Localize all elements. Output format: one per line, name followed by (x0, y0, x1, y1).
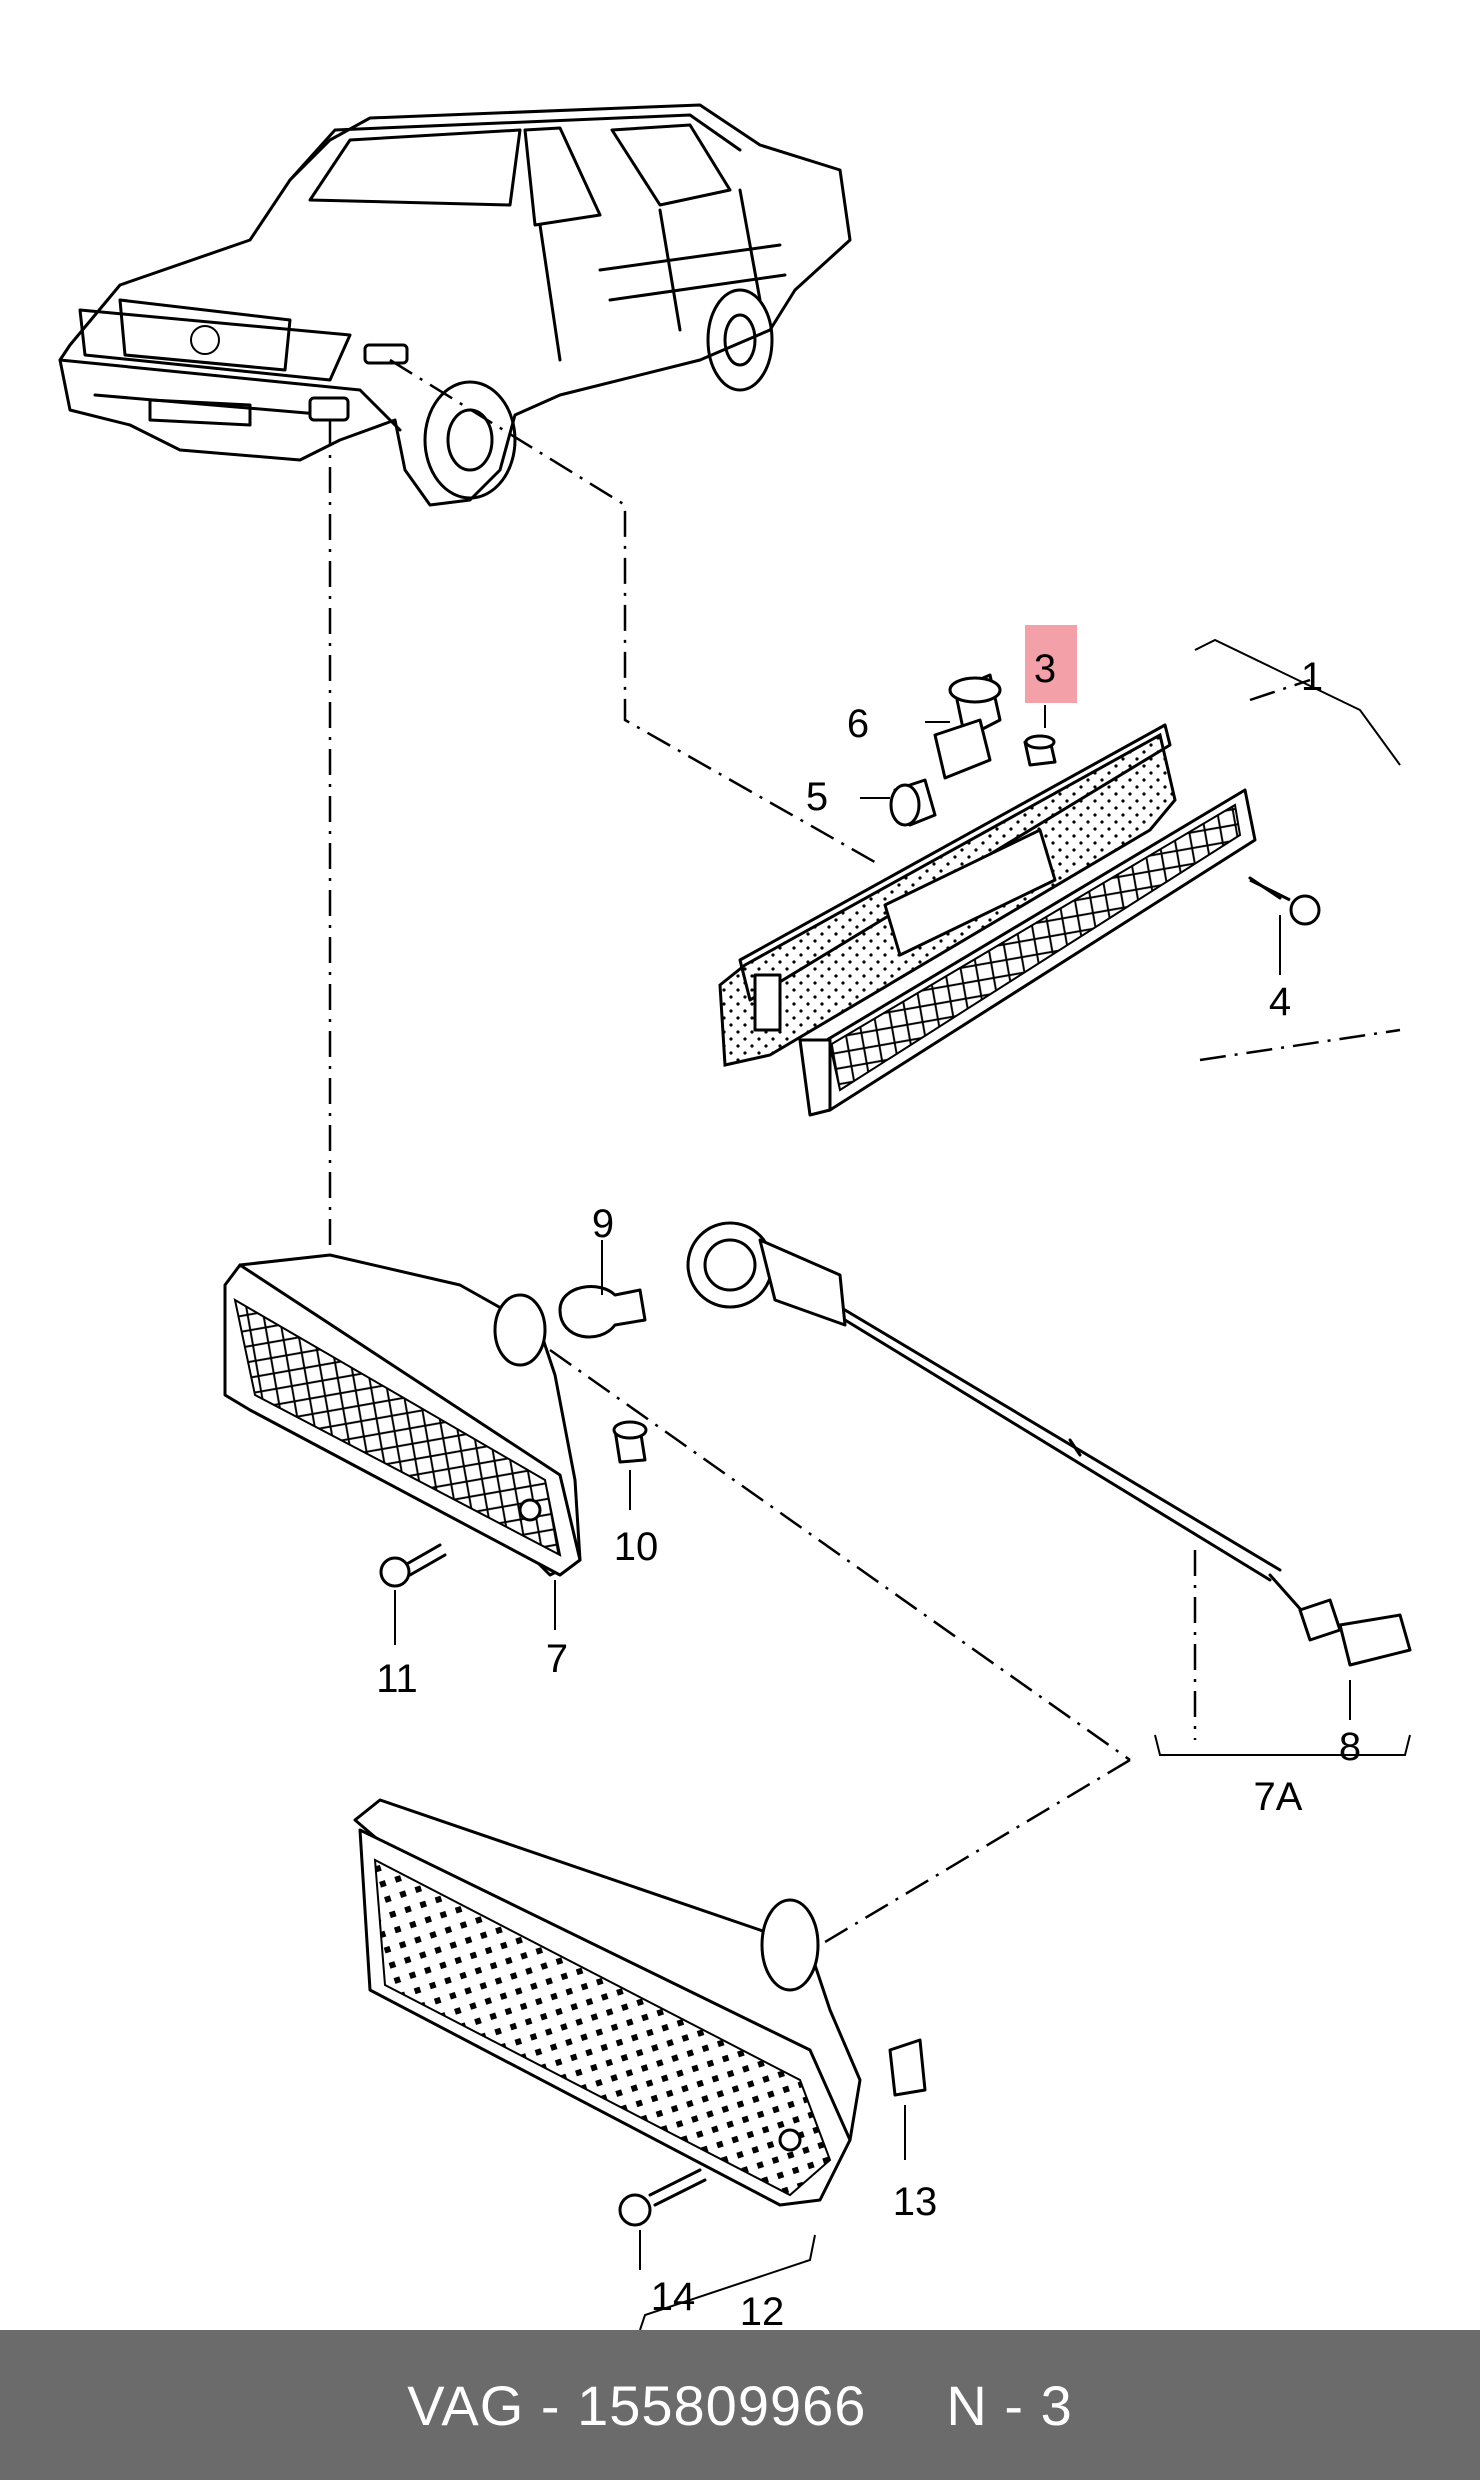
label-9: 9 (592, 1202, 614, 1246)
screw-4 (1248, 876, 1321, 926)
screw-11 (379, 1543, 447, 1588)
part-number: VAG - 155809966 (407, 2373, 867, 2437)
part-number-footer: VAG - 155809966 N - 3 (0, 2330, 1480, 2480)
parts-diagram: 1 3 6 5 4 9 10 11 7 8 7A 13 14 12 (58, 103, 1412, 2330)
screw-14 (618, 2168, 707, 2227)
clip-13 (888, 2038, 927, 2097)
highlight-box (1025, 625, 1077, 703)
side-marker-lamp-assembly (718, 723, 1257, 1117)
leader-lines (328, 358, 1401, 1947)
label-8: 8 (1339, 1725, 1361, 1769)
indicator-lamp-12 (353, 1798, 862, 2207)
label-13: 13 (893, 2180, 938, 2224)
turn-signal-lamp-7 (223, 1253, 582, 1577)
grommet-10 (612, 1420, 648, 1464)
wiring-harness-7a (686, 1221, 1412, 1667)
page-reference: N - 3 (946, 2373, 1073, 2437)
label-7a: 7A (1254, 1775, 1303, 1819)
label-14: 14 (651, 2275, 696, 2319)
label-3: 3 (1034, 647, 1056, 691)
label-6: 6 (847, 702, 869, 746)
label-11: 11 (376, 1657, 418, 1701)
clip-3 (1023, 734, 1057, 767)
label-7: 7 (546, 1637, 568, 1681)
label-1: 1 (1301, 655, 1323, 699)
bulb-holder-6 (933, 673, 1002, 780)
bulb-5 (889, 778, 937, 827)
label-5: 5 (806, 775, 828, 819)
car-illustration (58, 103, 852, 507)
label-10: 10 (614, 1525, 659, 1569)
callout-lines (394, 638, 1411, 2330)
label-12: 12 (740, 2290, 785, 2330)
label-4: 4 (1269, 980, 1291, 1024)
bulb-9 (558, 1285, 647, 1339)
